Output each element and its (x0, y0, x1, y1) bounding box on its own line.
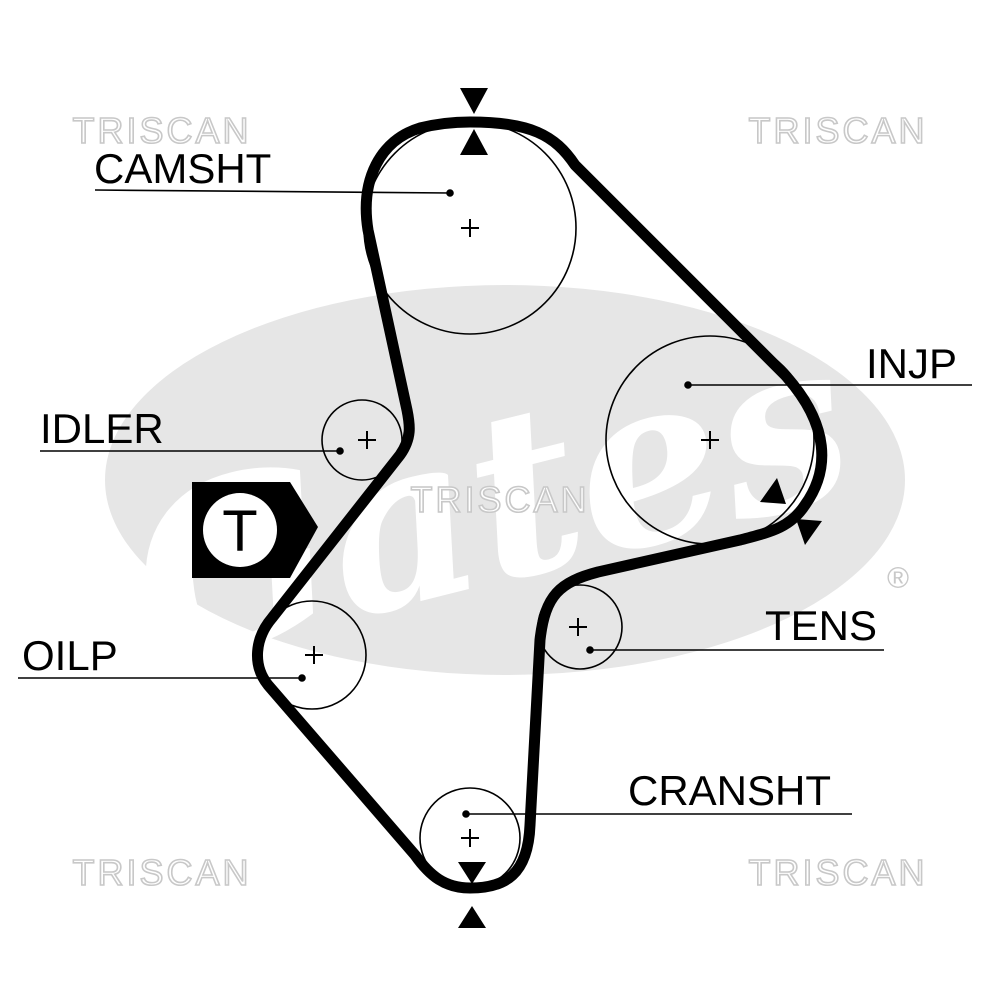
tension-marker: T (192, 482, 318, 578)
camshaft-leader-dot (446, 189, 454, 197)
crankshaft-mark-upper-arrow (458, 862, 486, 884)
camshaft-leader (94, 189, 451, 194)
crankshaft-leader-dot (462, 810, 470, 818)
brand-watermark-bottom-right: TRISCAN (748, 852, 927, 893)
brand-watermark-top-right: TRISCAN (748, 110, 927, 151)
oil-pump-label: OILP (22, 632, 118, 679)
brand-watermark-bottom-left: TRISCAN (72, 852, 251, 893)
camshaft-mark-lower-arrow (460, 129, 488, 155)
camshaft-label: CAMSHT (94, 145, 271, 192)
crankshaft-centre-cross (461, 829, 479, 847)
injection-pump-mark-inner-arrow (796, 519, 822, 545)
camshaft-centre-cross (461, 219, 479, 237)
injection-pump-mark-outer-arrow (760, 478, 786, 504)
oil-pump-centre-cross (305, 646, 323, 664)
tensioner-leader-dot (586, 646, 594, 654)
crankshaft-label: CRANSHT (628, 767, 831, 814)
tensioner-label: TENS (765, 602, 877, 649)
brand-watermark-center: TRISCAN (410, 479, 589, 520)
registered-mark: ® (887, 562, 909, 595)
camshaft-mark-upper-arrow (460, 88, 488, 114)
injection-pump-centre-cross (701, 431, 719, 449)
oil-pump-leader-dot (298, 674, 306, 682)
injection-pump-leader-dot (684, 381, 692, 389)
tension-marker-letter: T (222, 499, 257, 564)
crankshaft-mark-lower-arrow (458, 906, 486, 928)
injection-pump-label: INJP (866, 340, 957, 387)
idler-label: IDLER (40, 405, 164, 452)
idler-leader-dot (336, 447, 344, 455)
brand-watermark-top-left: TRISCAN (72, 110, 251, 151)
timing-marks (458, 88, 822, 928)
pulley-centres (305, 219, 719, 847)
tension-marker-disc (203, 493, 277, 567)
tensioner-centre-cross (569, 618, 587, 636)
timing-belt (252, 116, 828, 894)
idler-centre-cross (358, 431, 376, 449)
brand-watermarks: TRISCAN TRISCAN TRISCAN TRISCAN TRISCAN (72, 109, 927, 894)
leader-lines (18, 189, 972, 818)
component-labels: CAMSHT INJP IDLER OILP TENS CRANSHT (22, 145, 957, 814)
